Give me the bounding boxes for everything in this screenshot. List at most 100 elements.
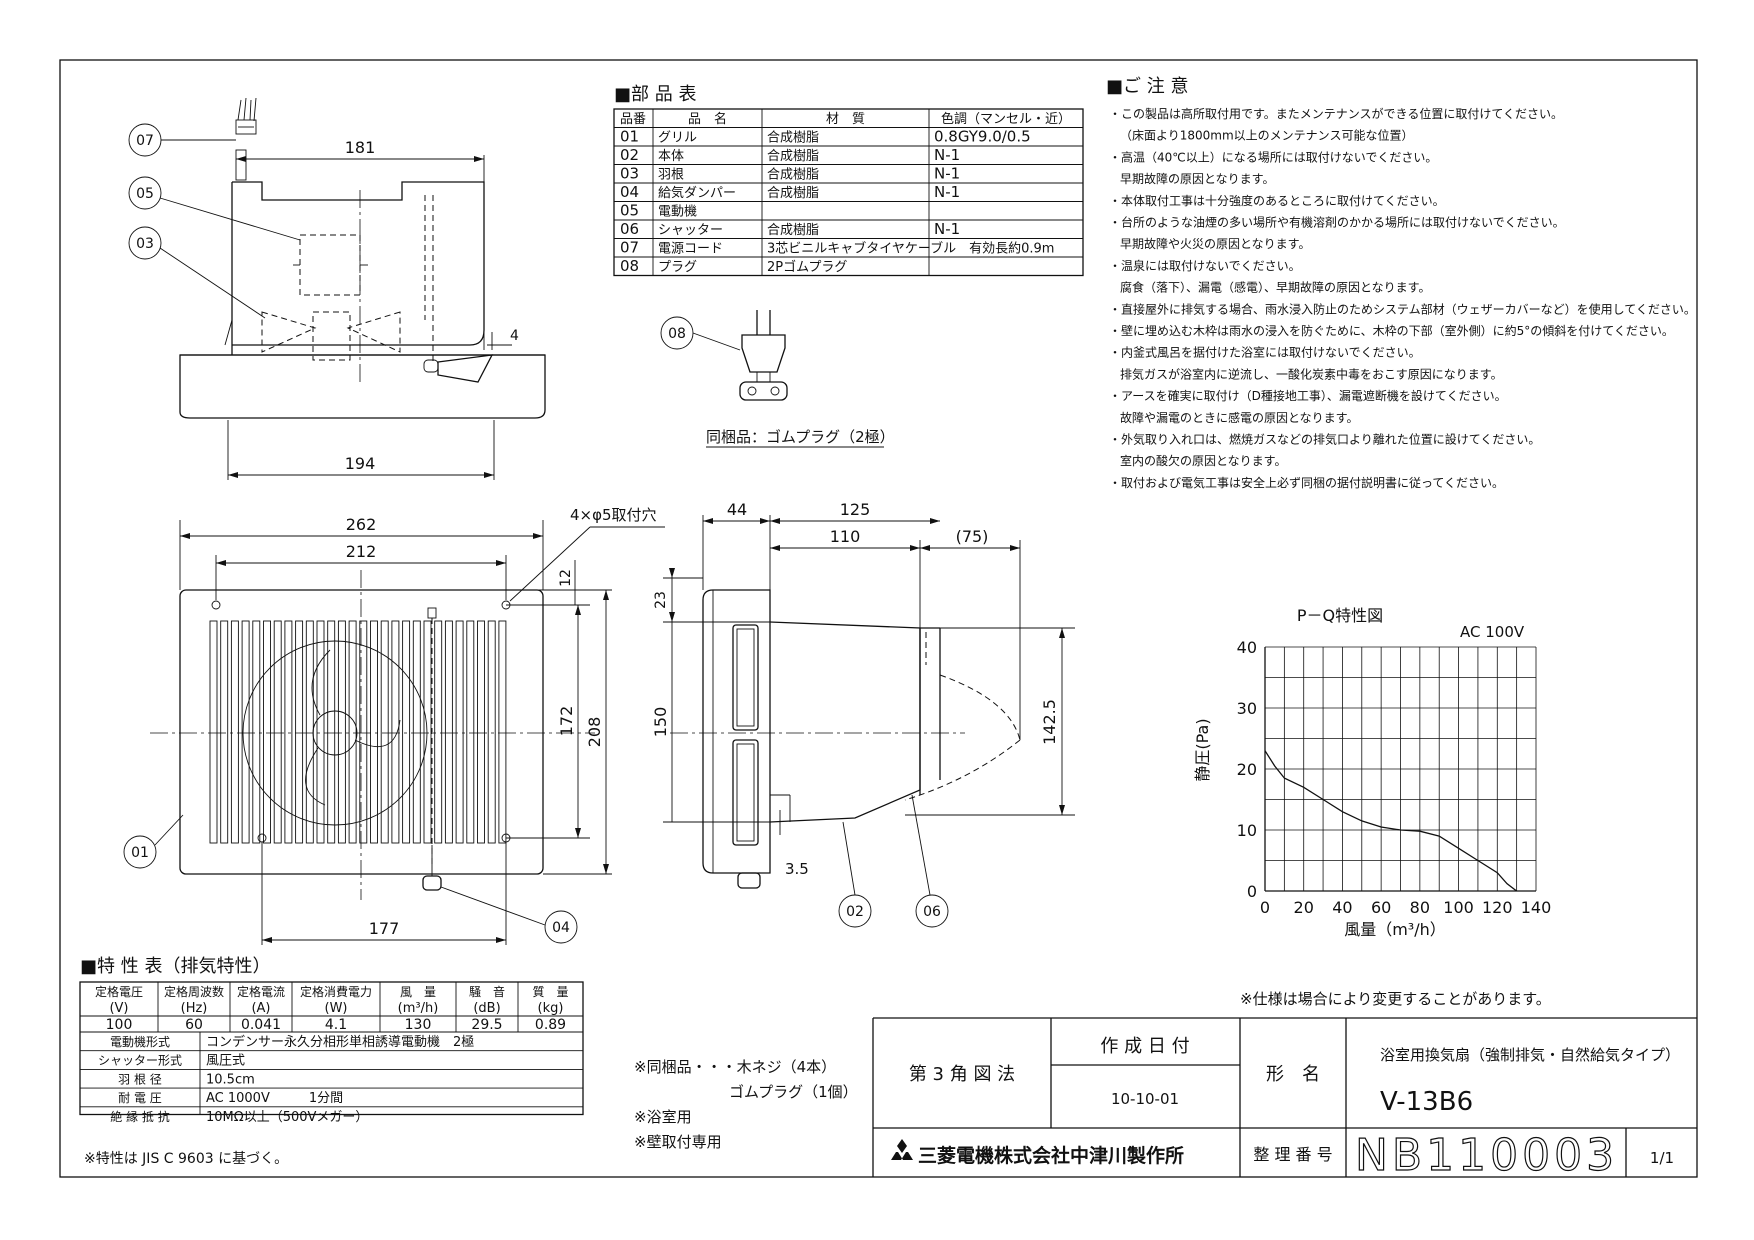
mitsubishi-logo xyxy=(891,1139,913,1160)
dim-125: 125 xyxy=(840,500,871,519)
note-line: ・内釜式風呂を据付けた浴室には取付けないでください。 xyxy=(1109,345,1421,360)
spec-row-label: 電動機形式 xyxy=(110,1034,170,1049)
louver xyxy=(263,620,271,844)
spec-header: 風 量 xyxy=(400,985,436,999)
front-view: 262 212 4×φ5取付穴 12 172 208 177 xyxy=(123,506,665,945)
louver xyxy=(209,620,218,844)
spec-header: 定格周波数 xyxy=(164,984,224,999)
parts-cell-material: 合成樹脂 xyxy=(767,168,819,183)
callout-02: 02 xyxy=(846,904,864,920)
note-line: 故障や漏電のときに感電の原因となります。 xyxy=(1120,410,1358,425)
dim-208: 208 xyxy=(585,717,604,748)
louver xyxy=(455,620,464,844)
name-label: 形 名 xyxy=(1266,1064,1320,1085)
spec-value: 0.041 xyxy=(241,1017,281,1033)
dim-150: 150 xyxy=(651,707,670,738)
spec-row-label: シャッター形式 xyxy=(98,1054,182,1068)
parts-cell-material: 合成樹脂 xyxy=(767,149,819,164)
louver xyxy=(220,620,229,844)
dim-4: 4 xyxy=(510,328,519,344)
louver xyxy=(348,620,357,844)
date-label: 作 成 日 付 xyxy=(1100,1036,1189,1057)
dim-212: 212 xyxy=(346,542,377,561)
callout-01: 01 xyxy=(131,845,149,861)
louver xyxy=(391,620,400,844)
spec-header: 定格電流 xyxy=(237,984,285,999)
spec-unit: (V) xyxy=(109,1001,128,1016)
parts-cell-name: 電源コード xyxy=(658,242,723,257)
parts-cell-name: 本体 xyxy=(658,149,684,164)
note-line: 排気ガスが浴室内に逆流し、一酸化炭素中毒をおこす原因になります。 xyxy=(1120,366,1503,381)
louver xyxy=(252,620,261,844)
spec-unit: (A) xyxy=(251,1001,270,1016)
plug-drawing: 08 同梱品：ゴムプラグ（2極） xyxy=(660,310,895,448)
accessories-line1: ※同梱品・・・木ネジ（4本） xyxy=(634,1058,836,1076)
parts-cell-name: 給気ダンパー xyxy=(658,185,736,201)
plug-caption: 同梱品：ゴムプラグ（2極） xyxy=(706,428,895,446)
parts-cell-no: 06 xyxy=(620,220,639,238)
note-line: ・温泉には取付けないでください。 xyxy=(1109,259,1301,273)
parts-cell-no: 02 xyxy=(620,146,639,164)
number-label: 整 理 番 号 xyxy=(1253,1145,1332,1164)
dim-172: 172 xyxy=(557,706,576,737)
y-tick-label: 10 xyxy=(1237,821,1257,840)
note-line: ・外気取り入れ口は、燃焼ガスなどの排気口より離れた位置に設けてください。 xyxy=(1109,432,1540,447)
callout-06: 06 xyxy=(923,904,941,920)
dim-177: 177 xyxy=(369,919,400,938)
note-line: 室内の酸欠の原因となります。 xyxy=(1120,453,1286,468)
louver xyxy=(380,620,389,844)
side-view-right: 44 125 110 (75) 23 150 142.5 3.5 02 06 xyxy=(651,500,1075,928)
y-tick-label: 0 xyxy=(1247,882,1257,901)
accessories-line3: ※浴室用 xyxy=(634,1108,692,1126)
chart-subtitle: AC 100V xyxy=(1460,623,1525,641)
side-view-top: 181 4 194 07 05 03 xyxy=(128,97,546,480)
x-tick-label: 100 xyxy=(1443,898,1474,917)
louver xyxy=(305,620,314,844)
chart-series-line xyxy=(1264,750,1517,892)
louver xyxy=(423,620,432,844)
louver xyxy=(359,620,368,844)
louver xyxy=(316,620,325,844)
title-block: 第 3 角 図 法 作 成 日 付 10-10-01 形 名 浴室用換気扇（強制… xyxy=(872,1017,1697,1182)
parts-header: 品番 xyxy=(620,112,646,127)
spec-row-value: コンデンサー永久分相形単相誘導電動機 2極 xyxy=(206,1034,474,1050)
caution-notes: ■ご 注 意 ・この製品は高所取付用です。またメンテナンスができる位置に取付けて… xyxy=(1106,76,1696,490)
dim-181: 181 xyxy=(345,138,376,157)
projection-method: 第 3 角 図 法 xyxy=(909,1064,1015,1085)
accessories-line2: ゴムプラグ（1個） xyxy=(729,1083,858,1101)
callout-08: 08 xyxy=(668,326,686,342)
accessories-notes: ※同梱品・・・木ネジ（4本） ゴムプラグ（1個） ※浴室用 ※壁取付専用 xyxy=(634,1058,858,1151)
spec-value: 4.1 xyxy=(325,1017,347,1033)
spec-row-label: 耐 電 圧 xyxy=(118,1091,162,1105)
x-tick-label: 140 xyxy=(1521,898,1552,917)
spec-header: 質 量 xyxy=(532,984,568,999)
x-tick-label: 20 xyxy=(1294,898,1314,917)
callout-07: 07 xyxy=(136,133,154,149)
spec-table: ■特 性 表（排気特性） 定格電圧(V)100定格周波数(Hz)60定格電流(A… xyxy=(79,956,584,1167)
spec-unit: (m³/h) xyxy=(398,1001,439,1016)
note-line: （床面より1800mm以上のメンテナンス可能な位置） xyxy=(1120,128,1413,143)
dim-194: 194 xyxy=(345,454,376,473)
spec-value: 29.5 xyxy=(471,1017,502,1033)
parts-header: 色調（マンセル・近） xyxy=(941,111,1071,127)
spec-row-value: 10MΩ以上（500Vメガー） xyxy=(206,1110,368,1125)
dim-262: 262 xyxy=(346,515,377,534)
notes-title: ■ご 注 意 xyxy=(1106,76,1188,97)
parts-cell-no: 08 xyxy=(620,257,639,275)
spec-header: 定格電圧 xyxy=(95,984,143,999)
parts-cell-name: グリル xyxy=(658,131,697,146)
louver xyxy=(434,620,443,844)
dim-3-5: 3.5 xyxy=(785,860,809,878)
spec-unit: (W) xyxy=(325,1001,348,1016)
note-line: ・直接屋外に排気する場合、雨水浸入防止のためシステム部材（ウェザーカバーなど）を… xyxy=(1109,301,1696,316)
louver xyxy=(337,620,346,844)
chart-ylabel: 静圧(Pa) xyxy=(1193,718,1212,781)
chart-grid xyxy=(1264,646,1537,892)
parts-cell-name: プラグ xyxy=(658,260,697,275)
note-line: ・台所のような油煙の多い場所や有機溶剤のかかる場所には取付けないでください。 xyxy=(1109,215,1565,230)
louver xyxy=(284,620,293,844)
note-line: ・この製品は高所取付用です。またメンテナンスができる位置に取付けてください。 xyxy=(1109,106,1563,121)
parts-cell-material: 合成樹脂 xyxy=(767,131,819,146)
